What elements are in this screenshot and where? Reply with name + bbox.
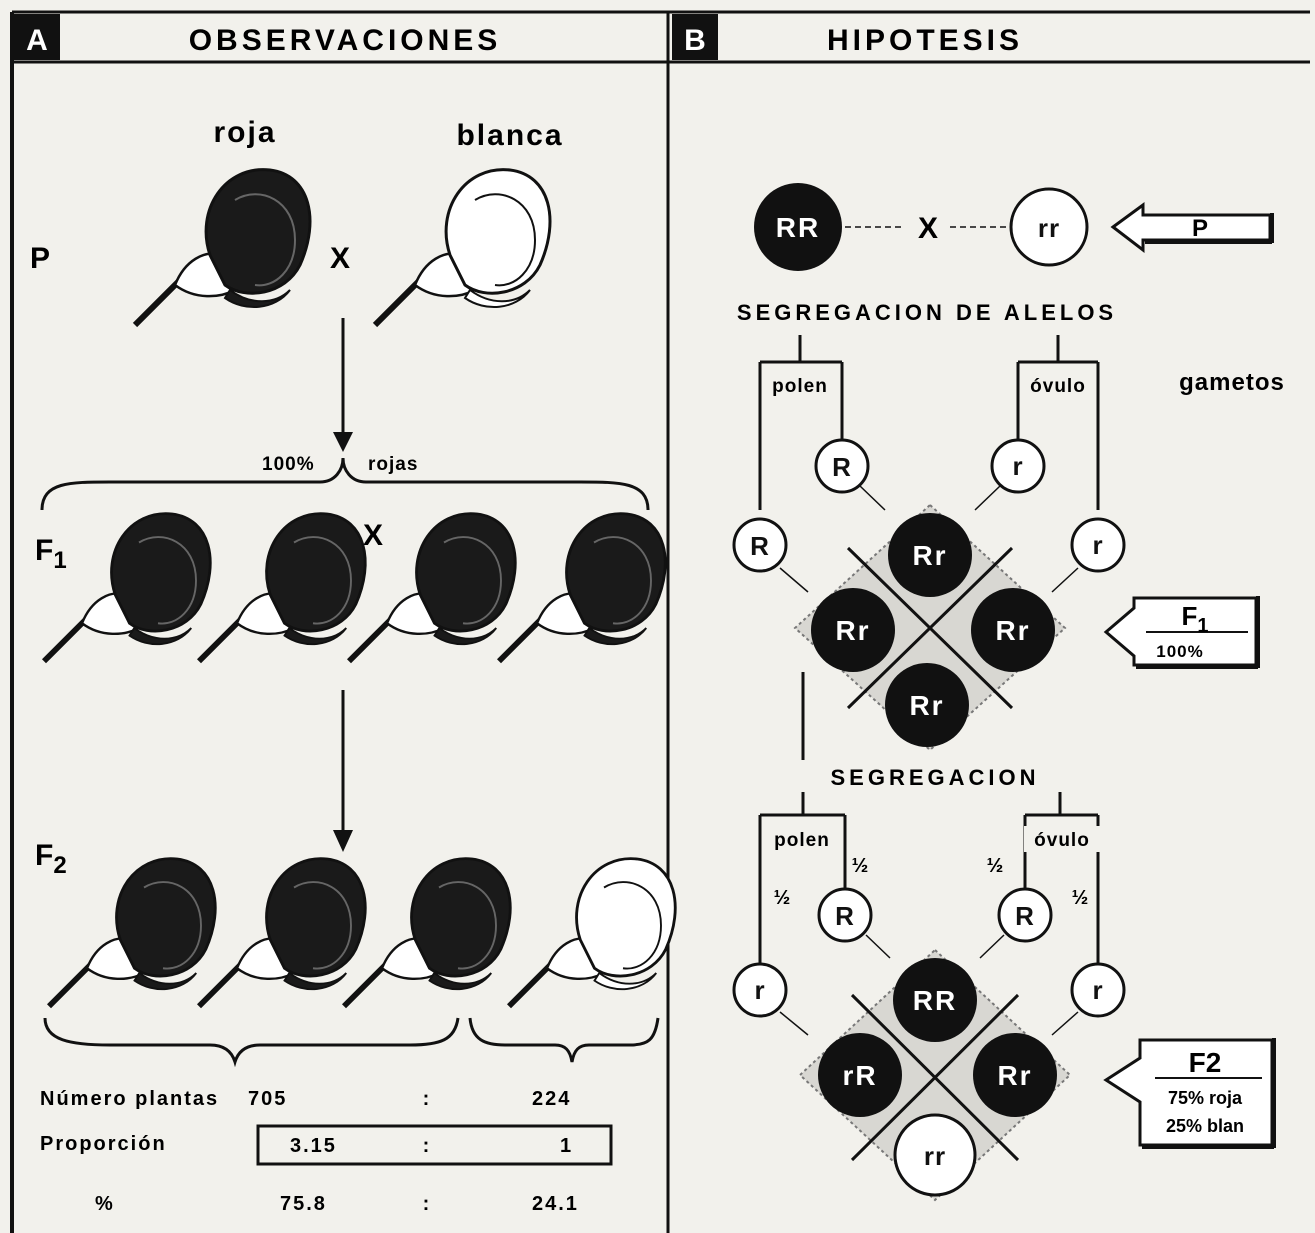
- gamete-R-polen-3: R: [835, 901, 855, 931]
- label-polen-1: polen: [772, 376, 828, 397]
- stat-percent-label: %: [95, 1193, 115, 1215]
- f1-cell-bottom: Rr: [909, 690, 944, 721]
- label-100pct: 100%: [262, 454, 315, 475]
- arrow-label-f2-white: 25% blan: [1166, 1116, 1244, 1136]
- label-rojas: rojas: [368, 454, 418, 475]
- arrow-label-p-text: P: [1192, 215, 1208, 242]
- arrow-label-f2-text: F2: [1189, 1047, 1222, 1078]
- panel-a-title: OBSERVACIONES: [189, 24, 502, 57]
- arrow-label-f2-red: 75% roja: [1168, 1088, 1243, 1108]
- f1-cell-top: Rr: [912, 540, 947, 571]
- f1-cell-left: Rr: [835, 615, 870, 646]
- frac-ovulo-r: ½: [1072, 887, 1089, 909]
- segregacion: SEGREGACION: [830, 765, 1039, 790]
- frac-ovulo-R: ½: [987, 855, 1004, 877]
- label-blanca: blanca: [456, 119, 563, 152]
- stat-proportion-colon: :: [423, 1135, 432, 1157]
- gen-p-label: P: [30, 242, 50, 275]
- f2-cell-rr: rr: [924, 1141, 946, 1171]
- stat-proportion-white: 1: [560, 1135, 573, 1157]
- gamete-r-ovulo-2: r: [1092, 530, 1103, 560]
- stat-proportion-label: Proporción: [40, 1133, 167, 1155]
- cross-b: X: [918, 212, 938, 245]
- allele-rr-parent: rr: [1038, 213, 1060, 243]
- label-gametos: gametos: [1179, 369, 1285, 396]
- panel-b-title: HIPOTESIS: [827, 24, 1023, 57]
- gamete-r-ovulo-1: r: [1012, 451, 1023, 481]
- frac-polen-r: ½: [774, 887, 791, 909]
- f2-cell-rR: rR: [842, 1060, 877, 1091]
- gamete-R-polen-2: R: [750, 531, 770, 561]
- frac-polen-R: ½: [852, 855, 869, 877]
- f1-cell-right: Rr: [995, 615, 1030, 646]
- segregacion-alelos: SEGREGACION DE ALELOS: [737, 300, 1117, 325]
- gamete-r-polen-4: r: [754, 975, 765, 1005]
- gamete-r-ovulo-4: r: [1092, 975, 1103, 1005]
- panel-a-letter: A: [26, 24, 48, 57]
- arrow-label-f1-pct: 100%: [1156, 642, 1203, 661]
- stat-plants-white: 224: [532, 1088, 571, 1110]
- gamete-R-polen-1: R: [832, 452, 852, 482]
- stat-proportion-red: 3.15: [290, 1135, 337, 1157]
- stat-percent-red: 75.8: [280, 1193, 327, 1215]
- cross-p: X: [330, 242, 350, 275]
- f2-cell-Rr: Rr: [997, 1060, 1032, 1091]
- stat-percent-white: 24.1: [532, 1193, 579, 1215]
- cross-f1: X: [363, 519, 383, 552]
- stat-plants-colon: :: [423, 1088, 432, 1110]
- label-polen-2: polen: [774, 830, 830, 851]
- gamete-R-ovulo-3: R: [1015, 901, 1035, 931]
- allele-RR-parent: RR: [776, 212, 820, 243]
- panel-b-letter: B: [684, 24, 706, 57]
- stat-percent-colon: :: [423, 1193, 432, 1215]
- stat-plants-label: Número plantas: [40, 1088, 219, 1110]
- stat-plants-red: 705: [248, 1088, 287, 1110]
- label-ovulo-1: óvulo: [1030, 376, 1086, 397]
- label-roja: roja: [213, 116, 276, 149]
- label-ovulo-2: óvulo: [1034, 830, 1090, 851]
- f2-cell-RR: RR: [913, 985, 957, 1016]
